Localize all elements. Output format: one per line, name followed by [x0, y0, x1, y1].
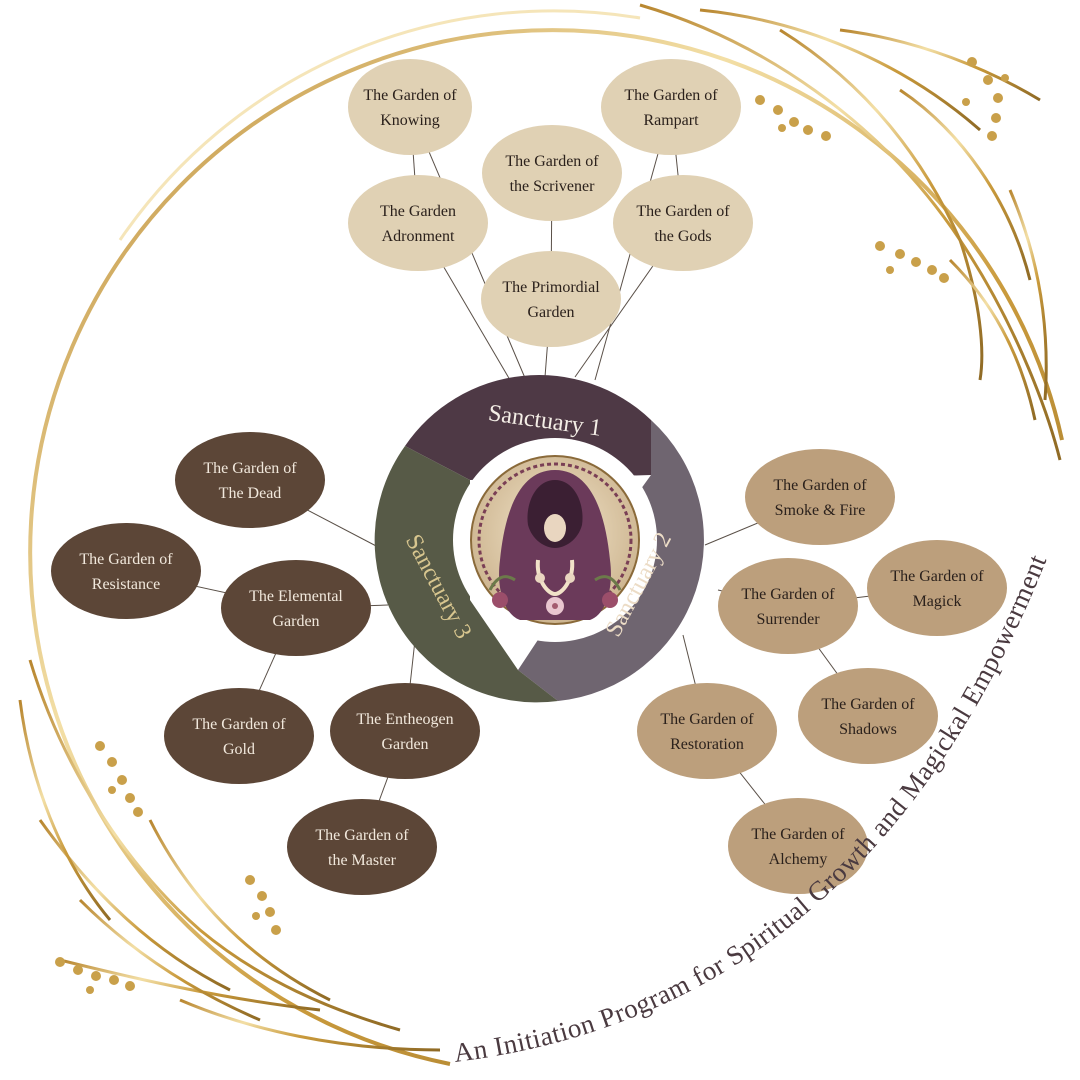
garden-node-bubble [164, 688, 314, 784]
garden-node-label: Knowing [380, 112, 440, 129]
garden-node-bubble [175, 432, 325, 528]
garden-node-label: The Elemental [249, 588, 343, 605]
garden-node-label: The Garden of [192, 716, 286, 733]
garden-node-bubble [637, 683, 777, 779]
garden-node-bubble [718, 558, 858, 654]
garden-node-bubble [481, 251, 621, 347]
garden-node-label: The Garden of [751, 826, 845, 843]
garden-node-shadows[interactable]: The Garden of Shadows [798, 668, 938, 764]
garden-node-label: the Master [328, 852, 397, 869]
garden-node-label: The Garden of [821, 696, 915, 713]
garden-node-label: The Garden of [79, 551, 173, 568]
garden-node-label: Adronment [382, 228, 455, 245]
berry-cluster-bottom-left-icon [55, 741, 281, 994]
garden-node-bubble [51, 523, 201, 619]
garden-node-label: The Garden of [624, 87, 718, 104]
garden-node-bubble [348, 59, 472, 155]
garden-node-bubble [287, 799, 437, 895]
garden-node-label: Surrender [756, 611, 820, 628]
garden-node-label: Rampart [643, 112, 699, 129]
gold-frame-ring [28, 9, 1064, 1066]
garden-node-master[interactable]: The Garden of the Master [287, 799, 437, 895]
garden-node-label: Shadows [839, 721, 897, 738]
garden-node-bubble [728, 798, 868, 894]
garden-node-label: The Garden of [773, 477, 867, 494]
garden-node-label: Smoke & Fire [775, 502, 866, 519]
garden-node-bubble [482, 125, 622, 221]
leaf-branch-bottom-left-icon [18, 659, 441, 1052]
garden-node-label: Garden [381, 736, 428, 753]
garden-node-label: The Garden of [203, 460, 297, 477]
garden-node-label: the Gods [654, 228, 711, 245]
garden-node-resistance[interactable]: The Garden of Resistance [51, 523, 201, 619]
garden-node-label: Garden [272, 613, 319, 630]
garden-node-alchemy[interactable]: The Garden of Alchemy [728, 798, 868, 894]
garden-node-rampart[interactable]: The Garden of Rampart [601, 59, 741, 155]
garden-node-label: Magick [913, 593, 962, 610]
garden-node-label: Restoration [670, 736, 744, 753]
garden-node-bubble [613, 175, 753, 271]
garden-node-gods[interactable]: The Garden of the Gods [613, 175, 753, 271]
leaf-branch-top-right-icon [639, 3, 1062, 461]
garden-node-bubble [348, 175, 488, 271]
garden-node-bubble [798, 668, 938, 764]
garden-node-label: Resistance [92, 576, 160, 593]
garden-node-magick[interactable]: The Garden of Magick [867, 540, 1007, 636]
garden-node-label: The Dead [219, 485, 282, 502]
garden-node-bubble [601, 59, 741, 155]
garden-node-label: The Entheogen [356, 711, 453, 728]
garden-node-label: Garden [527, 304, 574, 321]
garden-node-label: The Primordial [502, 279, 600, 296]
garden-node-restoration[interactable]: The Garden of Restoration [637, 683, 777, 779]
garden-node-bubble [221, 560, 371, 656]
garden-node-gold[interactable]: The Garden of Gold [164, 688, 314, 784]
garden-node-label: The Garden of [660, 711, 754, 728]
garden-node-scrivener[interactable]: The Garden of the Scrivener [482, 125, 622, 221]
garden-node-bubble [330, 683, 480, 779]
garden-node-label: The Garden of [315, 827, 409, 844]
garden-node-dead[interactable]: The Garden of The Dead [175, 432, 325, 528]
garden-node-label: The Garden of [363, 87, 457, 104]
garden-node-smoke-fire[interactable]: The Garden of Smoke & Fire [745, 449, 895, 545]
garden-node-label: the Scrivener [510, 178, 596, 195]
garden-node-bubble [745, 449, 895, 545]
garden-node-label: The Garden [380, 203, 456, 220]
garden-node-label: The Garden of [505, 153, 599, 170]
garden-node-label: Alchemy [769, 851, 828, 868]
hooded-moon-priestess-emblem-icon [470, 455, 640, 625]
garden-node-knowing[interactable]: The Garden of Knowing [348, 59, 472, 155]
garden-node-label: Gold [223, 741, 255, 758]
garden-node-label: The Garden of [636, 203, 730, 220]
garden-node-surrender[interactable]: The Garden of Surrender [718, 558, 858, 654]
garden-node-bubble [867, 540, 1007, 636]
berry-cluster-top-right-icon [755, 57, 1009, 283]
garden-node-label: The Garden of [741, 586, 835, 603]
garden-node-label: The Garden of [890, 568, 984, 585]
